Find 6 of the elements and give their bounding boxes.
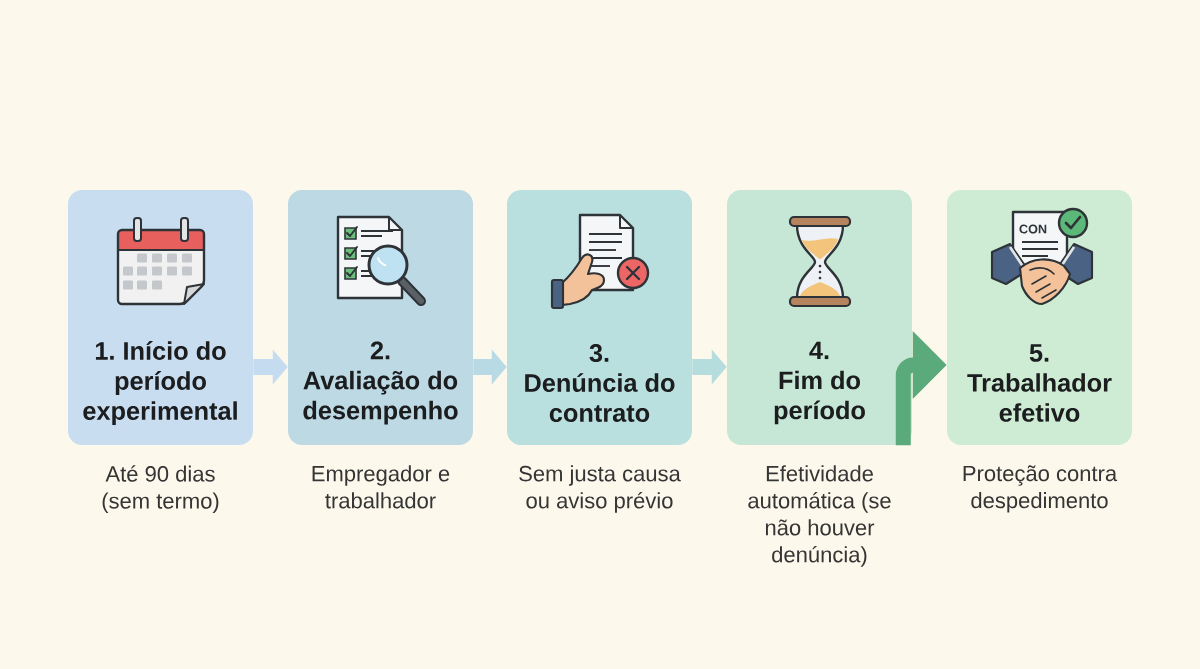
caption-text: Efetividade automática (se não houver denúncia): [748, 465, 891, 567]
caption-text: Até 90 dias (sem termo): [102, 465, 219, 514]
document-text: CON: [1019, 224, 1047, 234]
caption-text: Proteção contra despedimento: [963, 465, 1118, 513]
caption-text: Sem justa causa ou aviso prévio: [519, 465, 681, 513]
caption-text: Empregador e trabalhador: [312, 465, 450, 509]
